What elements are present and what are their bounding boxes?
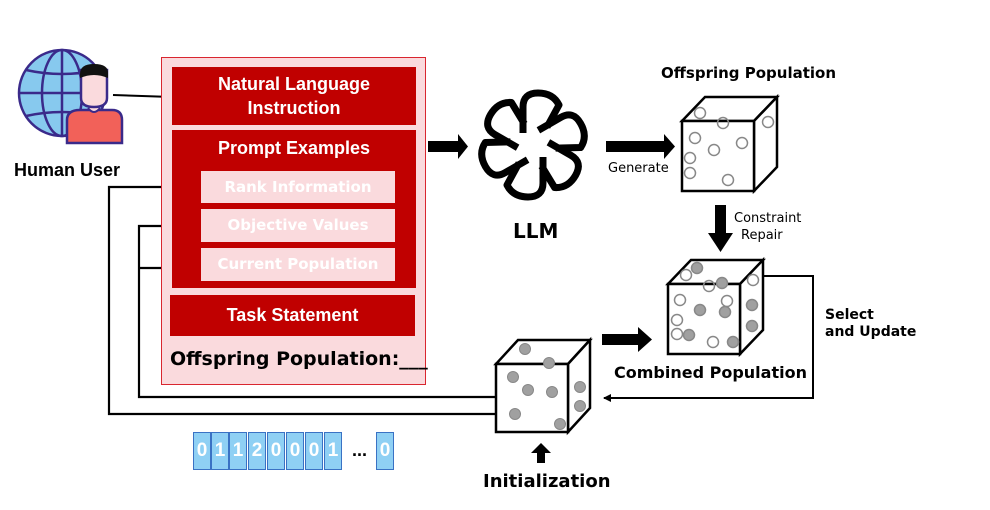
encoding-cell: 1 (229, 432, 247, 470)
encoding-cell: 2 (248, 432, 266, 470)
natural-language-instruction-box: Natural Language Instruction (172, 67, 416, 125)
combined-individuals (670, 261, 760, 349)
task-statement-box: Task Statement (170, 295, 415, 336)
arrow-prompt-to-llm (428, 134, 468, 159)
encoding-cell: 0 (286, 432, 304, 470)
arrow-generate (606, 134, 675, 159)
encoding-ellipsis: ... (352, 440, 368, 460)
generate-label: Generate (608, 161, 669, 176)
feedback-line-rank (107, 183, 496, 416)
instruction-line-2: Instruction (247, 98, 341, 118)
offspring-cube (679, 93, 780, 195)
initialization-title: Initialization (483, 471, 611, 492)
select-label: Select (825, 307, 874, 323)
arrow-initialization (531, 443, 551, 463)
constraint-label: Constraint (734, 211, 802, 226)
encoding-cell-last: 0 (376, 432, 394, 470)
encoding-cell: 0 (267, 432, 285, 470)
offspring-population-title: Offspring Population (661, 64, 837, 82)
rank-information-box: Rank Information (201, 171, 395, 203)
offspring-individuals (683, 106, 775, 187)
initialization-individuals (507, 343, 586, 430)
current-population-box: Current Population (201, 248, 395, 281)
encoding-cell: 1 (324, 432, 342, 470)
arrow-init-to-combined (602, 327, 652, 352)
offspring-population-prompt: Offspring Population:___ (170, 348, 428, 370)
encoding-cell: 0 (193, 432, 211, 470)
human-user-label: Human User (14, 160, 121, 180)
arrow-constraint-repair (708, 205, 733, 252)
globe-user-icon (17, 48, 124, 145)
prompt-examples-title: Prompt Examples (217, 138, 371, 158)
objective-values-box: Objective Values (201, 209, 395, 242)
select-update-line (603, 275, 814, 402)
encoding-cell: 1 (211, 432, 229, 470)
repair-label: Repair (741, 228, 783, 243)
encoding-cell: 0 (305, 432, 323, 470)
llm-label: LLM (513, 219, 559, 243)
instruction-line-1: Natural Language (217, 74, 371, 94)
and-update-label: and Update (825, 324, 917, 340)
openai-logo-icon (478, 89, 588, 201)
combined-population-title: Combined Population (614, 363, 807, 382)
